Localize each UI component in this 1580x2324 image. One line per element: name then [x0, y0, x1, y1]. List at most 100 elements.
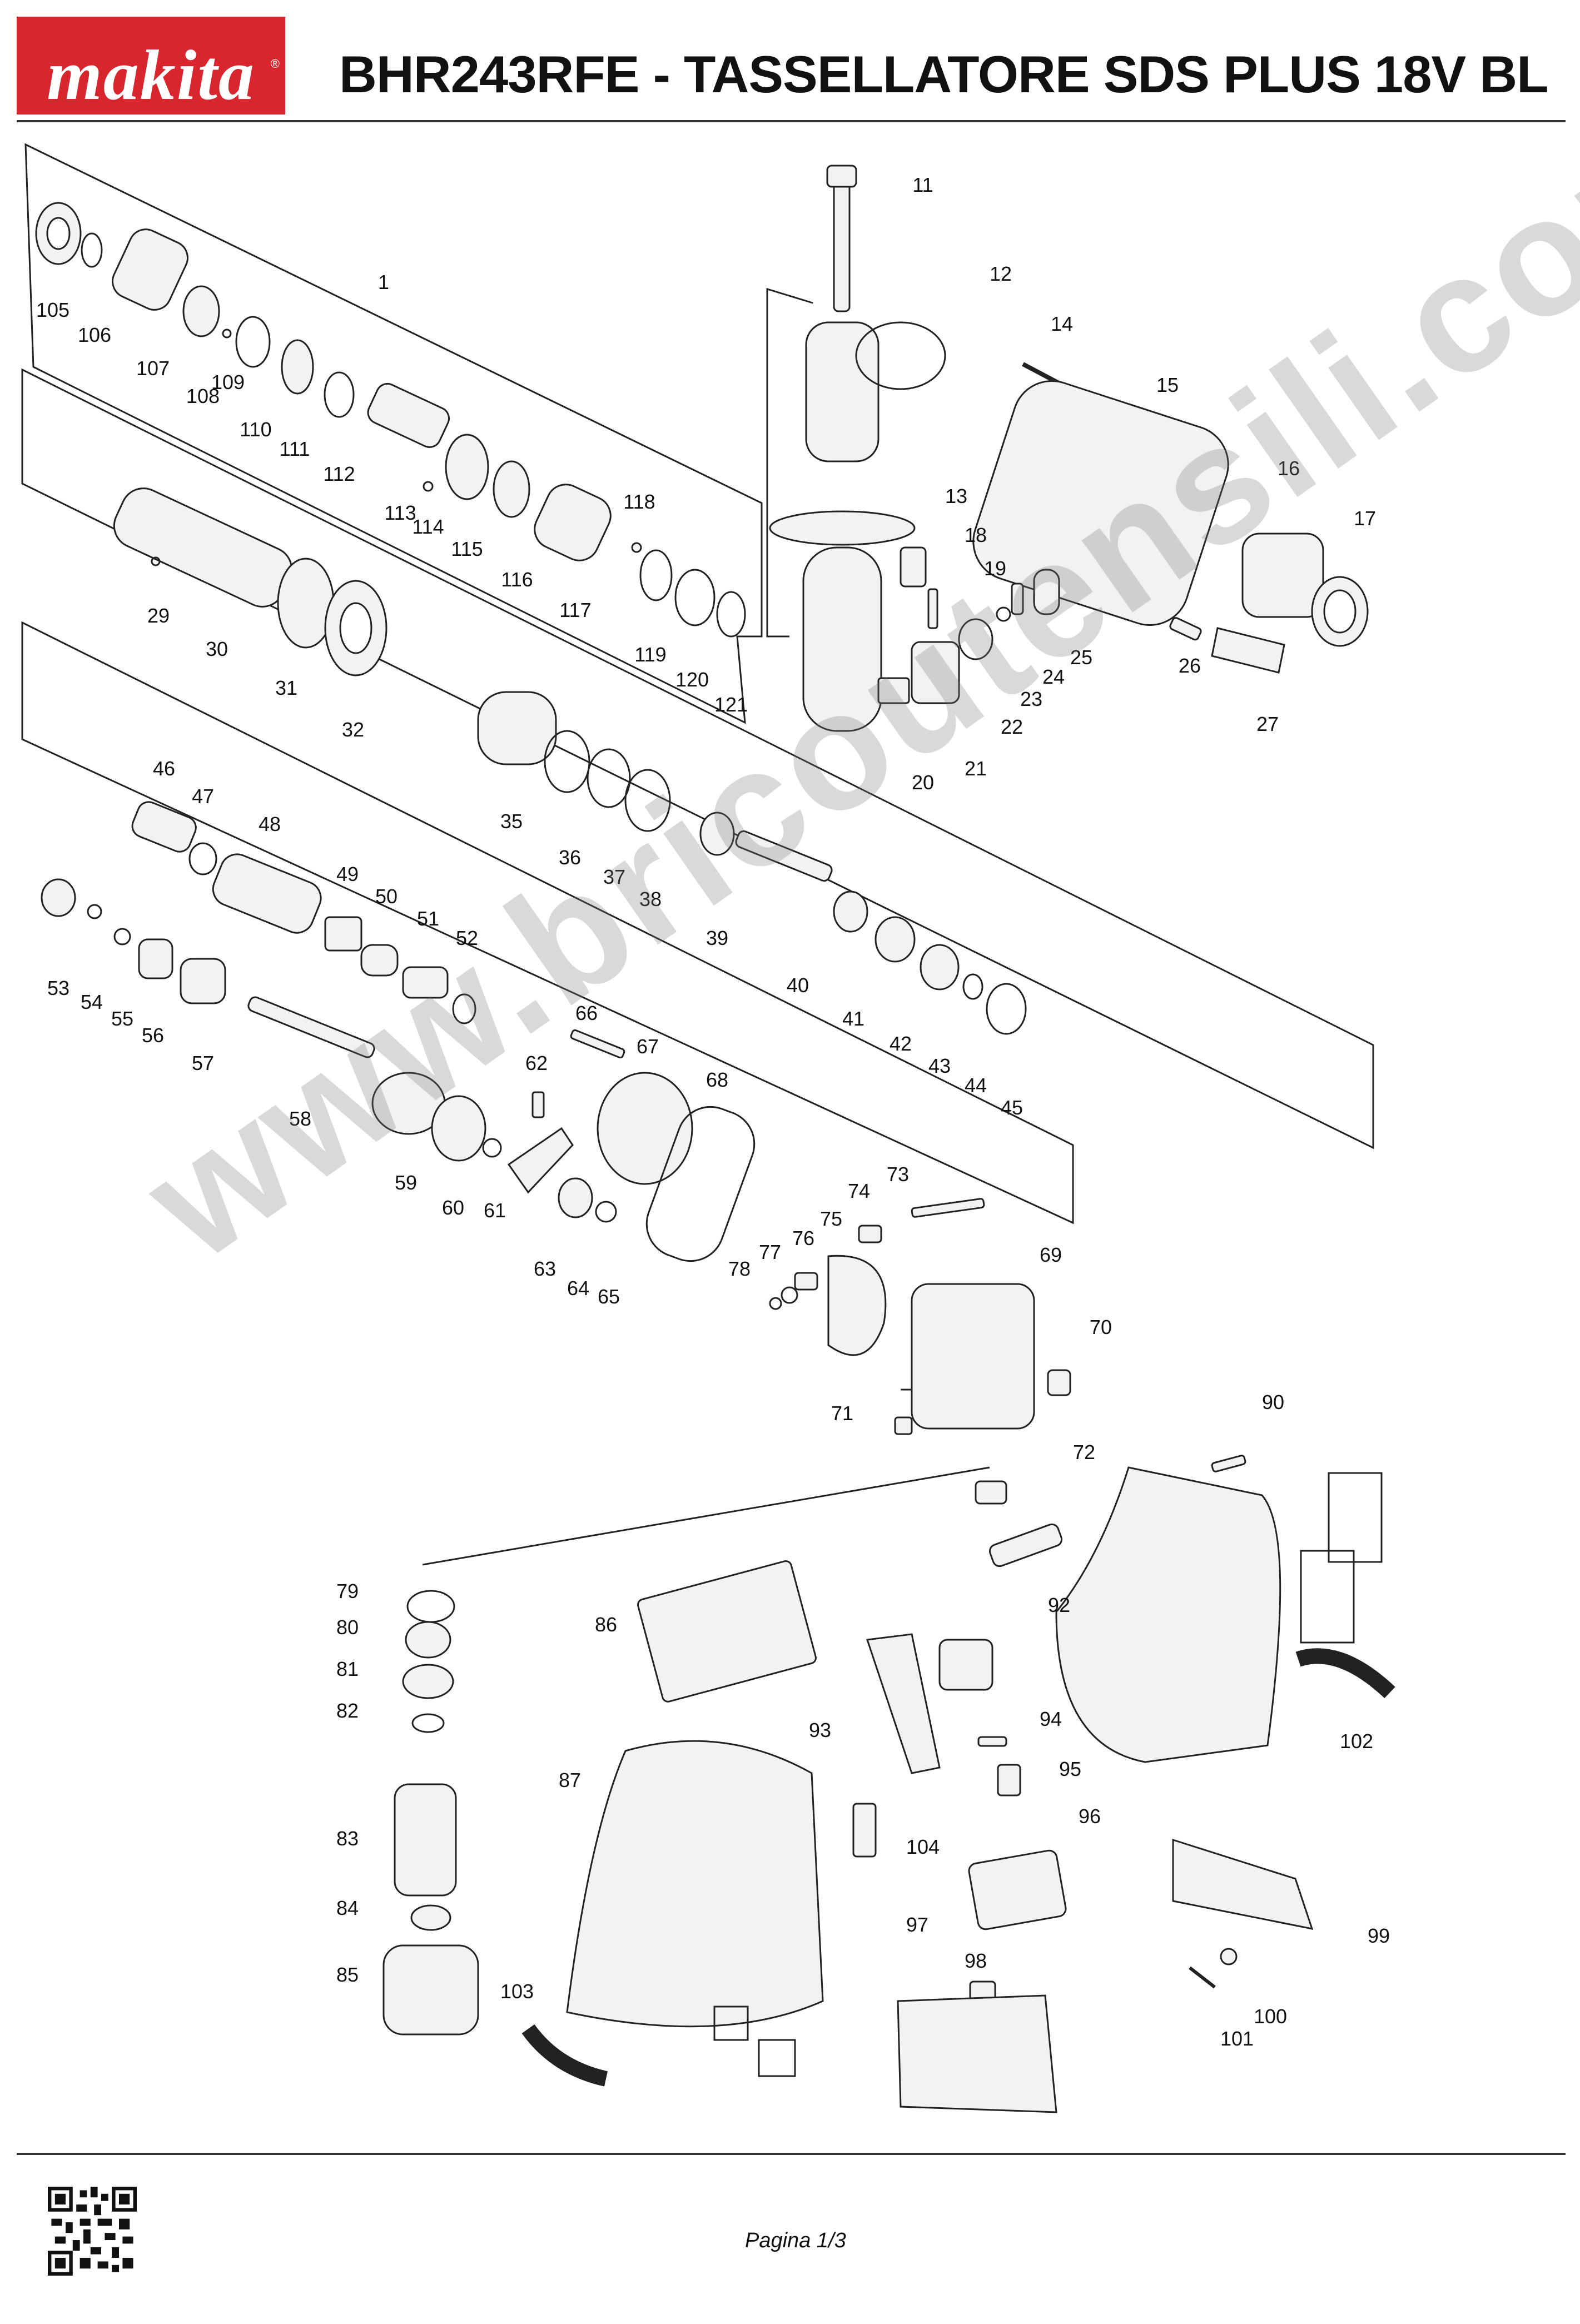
label-sticker-b	[1300, 1550, 1355, 1644]
part-label-65: 65	[598, 1285, 620, 1308]
part-shape-55	[113, 928, 131, 945]
part-shape-49	[324, 916, 362, 952]
part-shape-96	[997, 1764, 1021, 1797]
part-shape-68	[645, 1106, 756, 1262]
part-shape-113	[367, 382, 450, 448]
part-label-59: 59	[395, 1171, 417, 1194]
part-label-27: 27	[1256, 713, 1279, 735]
part-label-42: 42	[890, 1032, 912, 1055]
page-number: Pagina 1/3	[745, 2229, 846, 2252]
part-label-86: 86	[595, 1613, 617, 1636]
part-shape-42	[875, 916, 916, 963]
part-label-53: 53	[47, 977, 69, 999]
part-label-84: 84	[336, 1897, 359, 1919]
part-shape-24	[1011, 583, 1024, 615]
part-label-14: 14	[1051, 312, 1073, 335]
part-label-75: 75	[820, 1207, 842, 1230]
part-label-85: 85	[336, 1963, 359, 1986]
part-label-40: 40	[787, 974, 809, 997]
page-title: BHR243RFE - TASSELLATORE SDS PLUS 18V BL	[339, 45, 1549, 103]
group-box-front	[24, 143, 763, 724]
part-label-67: 67	[637, 1035, 659, 1058]
part-label-29: 29	[147, 604, 170, 627]
part-label-41: 41	[842, 1007, 864, 1030]
part-label-43: 43	[928, 1054, 951, 1077]
part-label-87: 87	[559, 1769, 581, 1791]
part-label-51: 51	[417, 907, 439, 930]
part-shape-114	[423, 481, 434, 492]
part-label-61: 61	[484, 1199, 506, 1222]
part-label-113: 113	[384, 501, 416, 524]
part-shape-35	[477, 691, 557, 765]
part-label-46: 46	[153, 757, 175, 780]
part-label-104: 104	[906, 1835, 940, 1858]
part-shape-main-housing	[1055, 1466, 1281, 1763]
part-shape-21	[911, 641, 960, 704]
part-label-44: 44	[965, 1074, 987, 1097]
part-shape-79	[406, 1590, 455, 1623]
part-label-45: 45	[1001, 1096, 1023, 1119]
part-shape-106	[81, 232, 103, 268]
part-shape-108	[182, 285, 220, 337]
part-shape-73	[911, 1198, 985, 1218]
part-shape-15	[972, 380, 1229, 626]
part-shape-12	[805, 321, 880, 462]
part-label-55: 55	[111, 1007, 133, 1030]
part-shape-84	[410, 1904, 451, 1931]
part-label-69: 69	[1040, 1243, 1062, 1266]
qr-code	[48, 2187, 137, 2276]
part-label-80: 80	[336, 1616, 359, 1639]
part-shape-90	[1211, 1455, 1246, 1472]
part-label-117: 117	[559, 599, 591, 621]
part-shape-117	[534, 484, 612, 561]
part-shape-92	[988, 1523, 1063, 1567]
part-shape-72	[975, 1480, 1007, 1505]
part-label-50: 50	[375, 885, 398, 908]
part-label-97: 97	[906, 1913, 928, 1936]
part-shape-38	[624, 769, 671, 832]
part-shape-61	[482, 1138, 502, 1158]
group-box-mechanism	[21, 621, 1074, 1225]
part-label-64: 64	[567, 1277, 589, 1300]
part-shape-83	[394, 1783, 457, 1897]
part-label-108: 108	[186, 385, 220, 407]
part-label-21: 21	[965, 757, 987, 780]
group-box-gear	[21, 368, 1374, 1149]
part-shape-16	[1241, 533, 1324, 618]
part-shape-75	[827, 1255, 887, 1356]
part-label-110: 110	[240, 418, 271, 441]
part-shape-11	[833, 166, 851, 312]
part-shape-battery-cover	[897, 1994, 1057, 2113]
part-label-111: 111	[280, 437, 310, 460]
part-shape-45	[986, 983, 1027, 1035]
part-label-26: 26	[1179, 654, 1201, 677]
part-shape-26	[1169, 617, 1202, 641]
part-shape-67	[597, 1072, 693, 1185]
part-label-19: 19	[984, 557, 1006, 580]
part-label-73: 73	[887, 1163, 909, 1186]
part-label-36: 36	[559, 846, 581, 869]
part-shape-115	[445, 434, 489, 500]
part-shape-97	[968, 1849, 1067, 1930]
part-shape-57	[180, 958, 226, 1004]
part-shape-118	[631, 542, 642, 553]
part-shape-100	[1220, 1948, 1238, 1965]
part-label-95: 95	[1059, 1758, 1081, 1780]
part-label-115: 115	[451, 538, 483, 560]
part-shape-60	[431, 1095, 486, 1162]
part-label-107: 107	[136, 357, 170, 380]
part-shape-27	[1211, 627, 1285, 674]
part-shape-46	[131, 801, 197, 853]
part-label-99: 99	[1368, 1924, 1390, 1947]
part-shape-78	[769, 1297, 782, 1310]
part-label-48: 48	[259, 813, 281, 835]
part-label-1: 1	[378, 271, 389, 293]
part-shape-40	[735, 830, 833, 882]
part-shape-37	[587, 748, 631, 808]
part-shape-36	[544, 730, 590, 793]
part-shape-69	[911, 1283, 1035, 1430]
part-shape-109	[222, 329, 232, 339]
part-shape-116	[493, 460, 530, 518]
part-shape-107	[112, 228, 188, 311]
